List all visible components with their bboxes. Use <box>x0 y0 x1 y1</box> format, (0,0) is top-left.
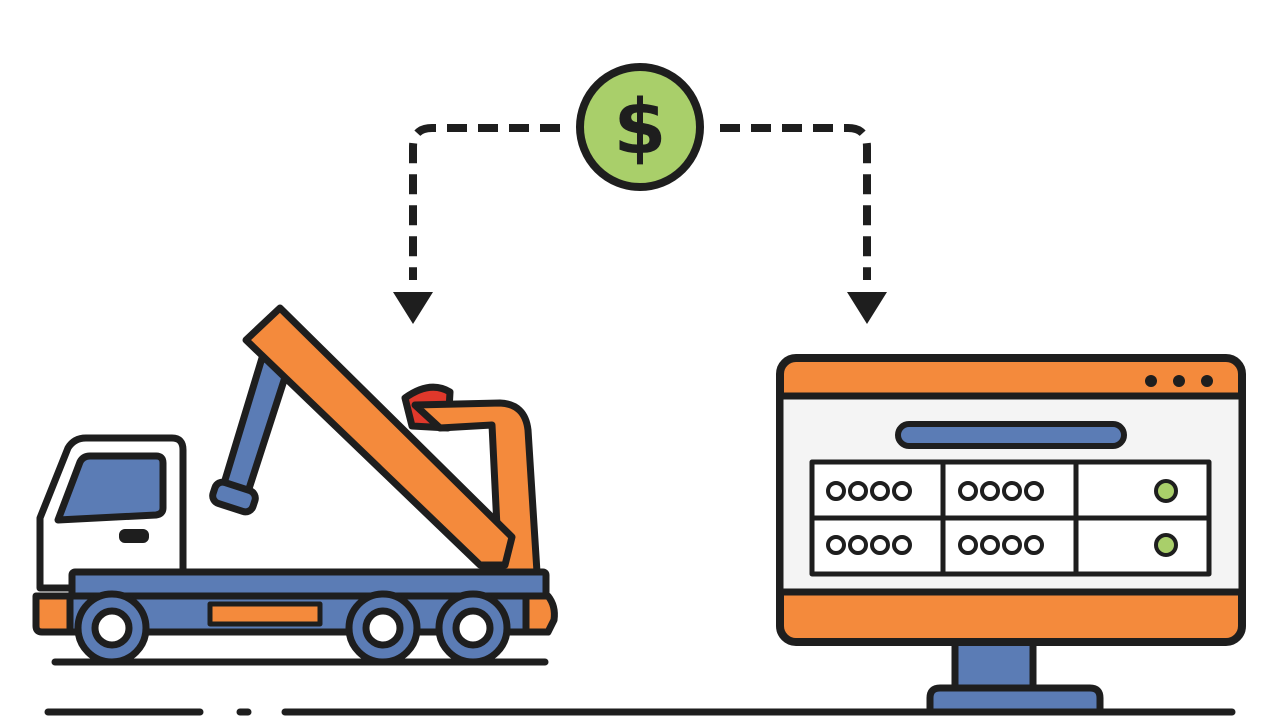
window-dot <box>1201 375 1213 387</box>
masked-value-row-2 <box>826 535 1044 555</box>
front-bumper <box>32 592 76 636</box>
dashed-connector-left <box>409 124 560 280</box>
window-dot <box>1173 375 1185 387</box>
monitor-base <box>926 684 1104 716</box>
edge-payment-to-vehicle <box>393 124 560 324</box>
screen-header-bar <box>895 421 1127 449</box>
door-handle <box>119 529 149 543</box>
status-indicator-icon <box>1154 479 1178 557</box>
arrow-down-icon <box>847 292 887 324</box>
arm-hook <box>209 478 259 516</box>
coin-symbol: $ <box>614 82 667 171</box>
screen-data-table <box>809 459 1212 577</box>
arrow-down-icon <box>393 292 433 324</box>
computer-monitor-icon <box>776 354 1246 716</box>
dollar-coin-icon: $ <box>576 63 704 191</box>
wheel-rear <box>435 590 511 666</box>
wheel-middle <box>345 590 421 666</box>
dashed-connector-right <box>720 124 871 280</box>
edge-payment-to-system <box>720 124 887 324</box>
wheel-front <box>74 590 150 666</box>
side-panel <box>207 601 323 627</box>
cab-window <box>54 452 167 524</box>
crane-boom <box>242 304 516 569</box>
masked-value-row-1 <box>826 481 1044 501</box>
hydraulic-arm <box>218 354 292 502</box>
tow-truck-icon <box>32 304 558 666</box>
window-dot <box>1145 375 1157 387</box>
